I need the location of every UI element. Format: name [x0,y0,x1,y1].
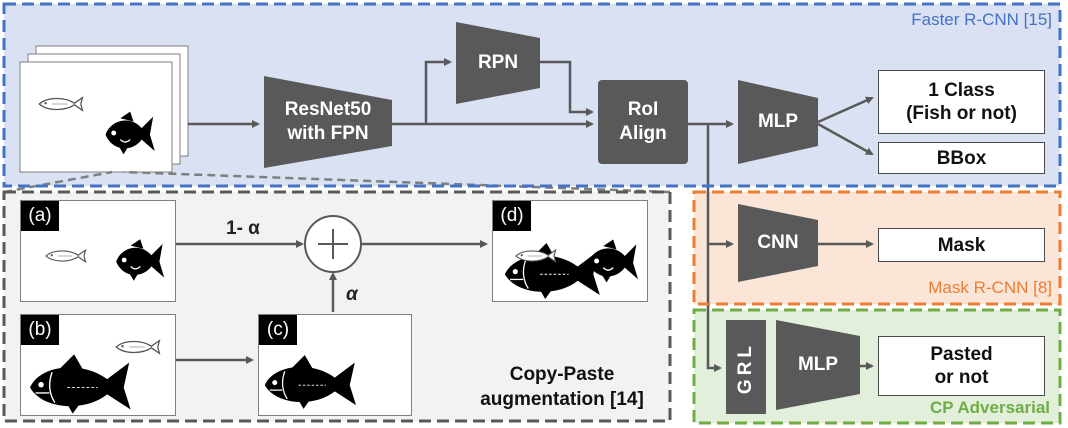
panel-b-art [29,339,161,415]
panel-c: (c) [258,314,412,416]
mlp-det-block [738,80,818,164]
panel-c-tag: (c) [259,315,297,345]
panel-b: (b) [20,314,176,416]
bbox-output-box: BBox [878,142,1045,174]
faster-rcnn-label: Faster R-CNN [15] [911,10,1052,29]
black-fish-icon [115,238,165,282]
panel-c-art [264,354,357,410]
mlp-det-label: MLP [757,111,799,132]
tuna-fish-icon [504,242,601,300]
tuna-fish-icon [264,354,357,410]
panel-d-tag: (d) [493,201,531,231]
panel-d: (d) [492,200,648,302]
cp-adversarial-label: CP Adversarial [929,398,1050,417]
mlp-adv-block [776,320,860,410]
rpn-block [456,22,540,104]
panel-d-art [504,238,639,300]
panel-a-tag: (a) [21,201,59,231]
grl-block [726,320,766,414]
alpha-label: α [346,284,358,305]
input-image [19,61,173,173]
panel-b-tag: (b) [21,315,59,345]
class-output-box: 1 Class (Fish or not) [878,70,1045,134]
roi-align-label: RoI Align [619,99,667,144]
cnn-block [738,204,818,282]
tuna-fish-icon [29,353,132,415]
grl-label: GRL [735,341,756,395]
panel-a-art [45,238,165,282]
backbone-block [264,76,392,168]
small-fish-outline-icon [115,339,161,355]
panel-a: (a) [20,200,176,302]
mask-output-box: Mask [878,228,1045,262]
one-minus-alpha-label: 1- α [226,218,260,239]
small-fish-outline-icon [45,249,87,263]
mask-rcnn-label: Mask R-CNN [8] [928,278,1052,297]
rpn-label: RPN [477,52,519,73]
mlp-adv-label: MLP [797,354,839,375]
copy-paste-label: Copy-Paste augmentation [14] [480,364,644,410]
black-fish-icon [587,238,639,284]
roi-align-block [598,80,688,164]
backbone-label: ResNet50 with FPN [284,99,372,144]
cnn-label: CNN [757,232,799,253]
pasted-output-box: Pasted or not [878,336,1045,396]
